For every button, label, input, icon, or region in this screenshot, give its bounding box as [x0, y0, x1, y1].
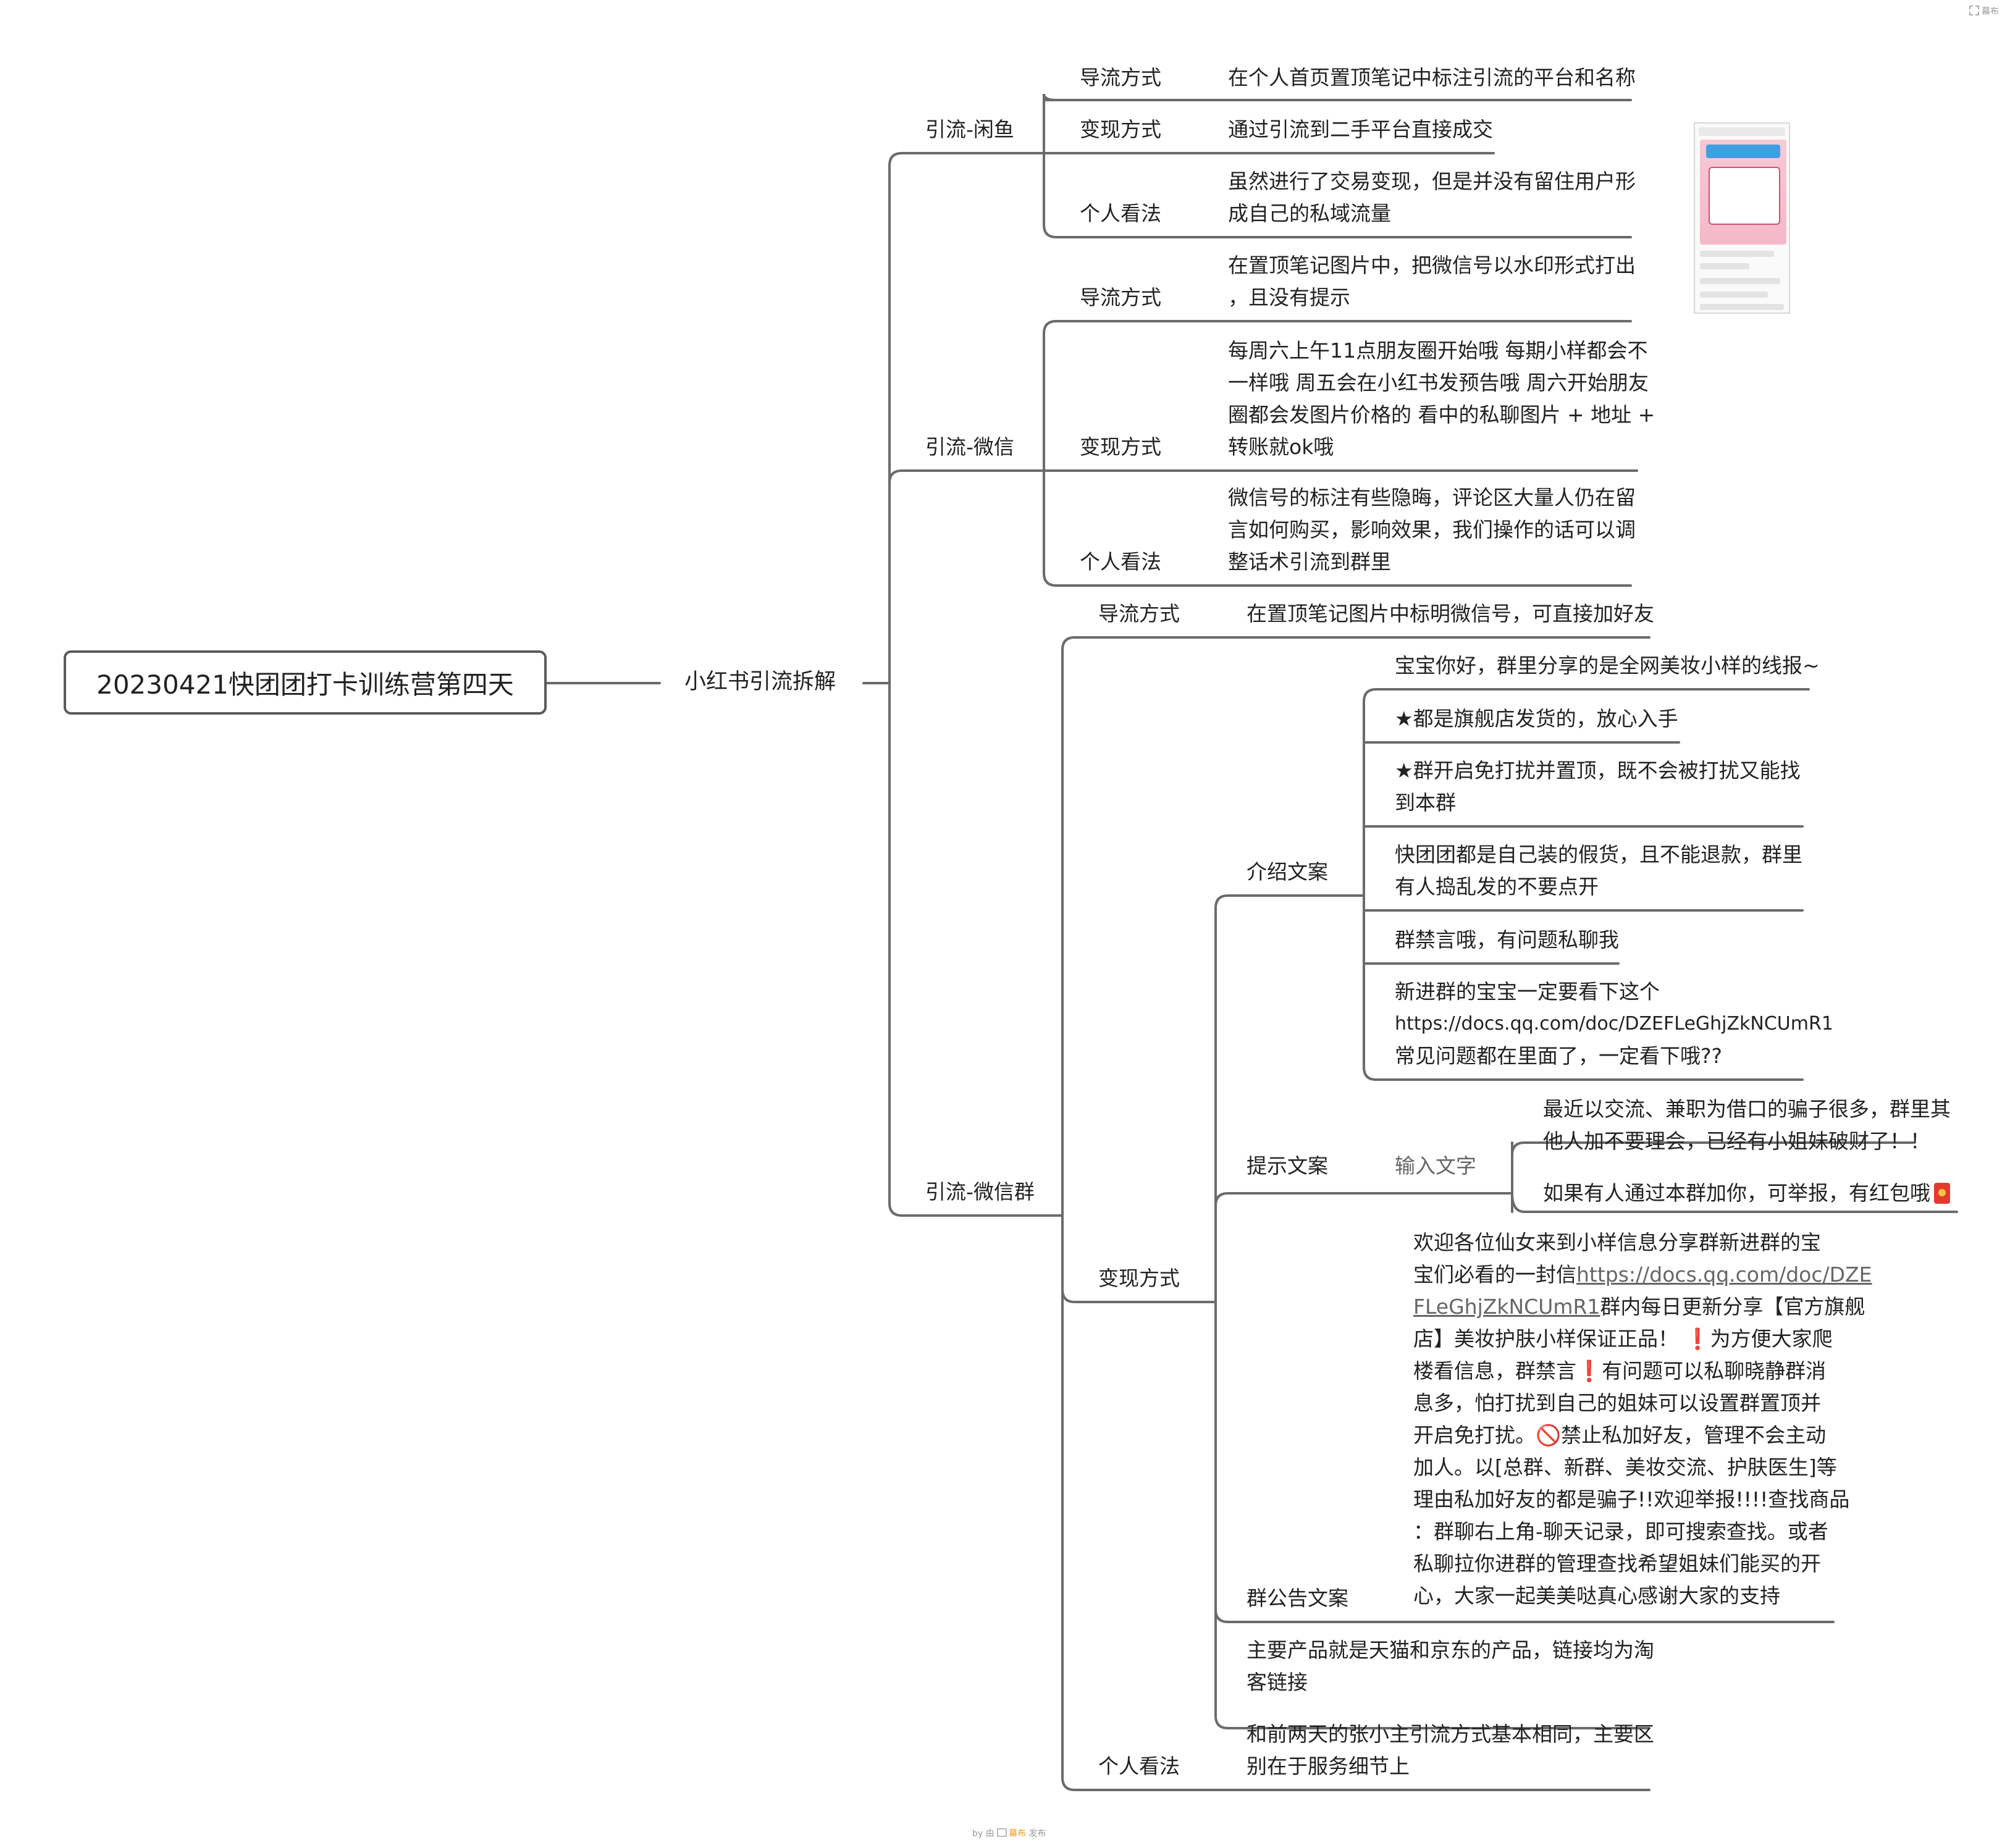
wechat-monetize-line-2: 一样哦 周五会在小红书发预告哦 周六开始朋友 [1228, 371, 1649, 395]
note-screenshot-thumbnail[interactable] [1694, 122, 1790, 314]
tips-item-2[interactable]: 如果有人通过本群加你，可举报，有红包哦 [1543, 1177, 1950, 1209]
group-opinion-label[interactable]: 个人看法 [1098, 1754, 1180, 1778]
products-line-1[interactable]: 主要产品就是天猫和京东的产品，链接均为淘 [1247, 1638, 1654, 1662]
intro-item-6-url[interactable]: https://docs.qq.com/doc/DZEFLeGhjZkNCUmR… [1395, 1013, 1833, 1035]
fullscreen-button[interactable]: 幕布 [1969, 5, 1999, 17]
intro-item-5[interactable]: 群禁言哦，有问题私聊我 [1395, 928, 1619, 952]
notice-line-8: 加人。以[总群、新群、美妆交流、护肤医生]等 [1413, 1455, 1837, 1479]
footer-brand-link[interactable]: 幕布 [1009, 1829, 1027, 1839]
wechat-monetize-line-4: 转账就ok哦 [1228, 435, 1334, 459]
group-monetize-label[interactable]: 变现方式 [1098, 1266, 1180, 1290]
intro-item-2[interactable]: ★都是旗舰店发货的，放心入手 [1395, 707, 1678, 731]
wechat-monetize-line-3: 圈都会发图片价格的 看中的私聊图片 + 地址 + [1228, 403, 1655, 427]
intro-item-3-line-2: 到本群 [1395, 791, 1456, 815]
notice-line-10: ：群聊右上角-聊天记录，即可搜索查找。或者 [1413, 1519, 1828, 1544]
wechat-monetize-label[interactable]: 变现方式 [1080, 435, 1161, 459]
notice-doc-link-part-1[interactable]: https://docs.qq.com/doc/DZE [1576, 1262, 1872, 1287]
group-guide-text[interactable]: 在置顶笔记图片中标明微信号，可直接加好友 [1247, 602, 1654, 626]
notice-line-1: 欢迎各位仙女来到小样信息分享群新进群的宝 [1413, 1230, 1821, 1254]
corner-label: 幕布 [1982, 7, 1999, 17]
footer-pre: by 由 [972, 1829, 998, 1839]
wechat-guide-label[interactable]: 导流方式 [1080, 285, 1161, 309]
thumbnail-cover [1700, 140, 1786, 245]
group-guide-label[interactable]: 导流方式 [1098, 602, 1180, 626]
intro-item-6-line-1[interactable]: 新进群的宝宝一定要看下这个 [1395, 980, 1660, 1004]
notice-line-5: 楼看信息，群禁言❗有问题可以私聊晓静群消 [1413, 1359, 1827, 1383]
intro-item-4-line-2: 有人捣乱发的不要点开 [1395, 875, 1599, 899]
tips-placeholder-input[interactable]: 输入文字 [1395, 1154, 1476, 1178]
thumbnail-title-bar [1706, 145, 1780, 158]
topic-node[interactable]: 小红书引流拆解 [684, 670, 836, 694]
wechat-opinion-line-1: 微信号的标注有些隐晦，评论区大量人仍在留 [1228, 485, 1636, 510]
tips-copy-label[interactable]: 提示文案 [1247, 1154, 1328, 1178]
root-label: 20230421快团团打卡训练营第四天 [96, 669, 514, 700]
group-opinion-line-2: 别在于服务细节上 [1247, 1754, 1410, 1778]
wechat-guide-line-1: 在置顶笔记图片中，把微信号以水印形式打出 [1228, 253, 1636, 277]
intro-item-6-line-3: 常见问题都在里面了，一定看下哦?? [1395, 1044, 1723, 1068]
thumbnail-text-row [1700, 263, 1749, 269]
mubu-logo-icon [997, 1828, 1007, 1837]
thumbnail-text-row [1700, 292, 1768, 298]
root-node[interactable]: 20230421快团团打卡训练营第四天 [64, 650, 547, 715]
xianyu-monetize-label[interactable]: 变现方式 [1080, 117, 1161, 141]
notice-line-3: FLeGhjZkNCUmR1群内每日更新分享【官方旗舰 [1413, 1291, 1865, 1323]
products-line-2: 客链接 [1247, 1670, 1308, 1694]
thumbnail-card [1709, 167, 1780, 225]
tips-item-1-line-2: 他人加不要理会，已经有小姐妹破财了！！ [1543, 1129, 1930, 1153]
notice-line-2: 宝们必看的一封信https://docs.qq.com/doc/DZE [1413, 1259, 1872, 1291]
branch-wechat-group[interactable]: 引流-微信群 [925, 1180, 1035, 1204]
notice-line-6: 息多，怕打扰到自己的姐妹可以设置群置顶并 [1413, 1391, 1821, 1415]
thumbnail-text-row [1700, 251, 1774, 257]
notice-copy-label[interactable]: 群公告文案 [1247, 1586, 1348, 1610]
tips-item-1-line-1[interactable]: 最近以交流、兼职为借口的骗子很多，群里其 [1543, 1097, 1951, 1121]
tips-item-2-text: 如果有人通过本群加你，可举报，有红包哦 [1543, 1181, 1930, 1205]
branch-xianyu[interactable]: 引流-闲鱼 [925, 117, 1014, 141]
notice-line-3-text: 群内每日更新分享【官方旗舰 [1600, 1295, 1865, 1319]
intro-item-3-line-1[interactable]: ★群开启免打扰并置顶，既不会被打扰又能找 [1395, 758, 1801, 783]
xianyu-guide-label[interactable]: 导流方式 [1080, 65, 1161, 90]
notice-line-12: 心，大家一起美美哒真心感谢大家的支持 [1413, 1584, 1780, 1608]
intro-item-4-line-1[interactable]: 快团团都是自己装的假货，且不能退款，群里 [1395, 842, 1802, 867]
notice-line-2-text: 宝们必看的一封信 [1413, 1262, 1576, 1287]
footer-credit: by 由 幕布 发布 [972, 1827, 1046, 1839]
notice-line-9: 理由私加好友的都是骗子!!欢迎举报!!!!查找商品 [1413, 1487, 1850, 1511]
thumbnail-text-row [1700, 278, 1780, 284]
wechat-monetize-line-1: 每周六上午11点朋友圈开始哦 每期小样都会不 [1228, 338, 1648, 363]
wechat-guide-line-2: ，且没有提示 [1228, 285, 1350, 309]
branch-wechat[interactable]: 引流-微信 [925, 435, 1014, 459]
thumbnail-text-row [1700, 304, 1784, 310]
notice-doc-link-part-2[interactable]: FLeGhjZkNCUmR1 [1413, 1295, 1600, 1319]
notice-line-11: 私聊拉你进群的管理查找希望姐妹们能买的开 [1413, 1552, 1821, 1576]
wechat-opinion-line-2: 言如何购买，影响效果，我们操作的话可以调 [1228, 518, 1636, 542]
xianyu-opinion-line-1: 虽然进行了交易变现，但是并没有留住用户形 [1228, 169, 1636, 193]
xianyu-opinion-line-2: 成自己的私域流量 [1228, 201, 1391, 225]
xianyu-opinion-label[interactable]: 个人看法 [1080, 201, 1161, 225]
footer-post: 发布 [1026, 1829, 1046, 1839]
intro-item-1[interactable]: 宝宝你好，群里分享的是全网美妆小样的线报~ [1395, 653, 1820, 678]
notice-line-4: 店】美妆护肤小样保证正品！ ❗为方便大家爬 [1413, 1327, 1833, 1351]
wechat-opinion-line-3: 整话术引流到群里 [1228, 550, 1391, 574]
red-envelope-icon [1934, 1183, 1950, 1204]
thumbnail-header [1699, 127, 1785, 136]
fullscreen-icon [1969, 6, 1979, 15]
xianyu-guide-text[interactable]: 在个人首页置顶笔记中标注引流的平台和名称 [1228, 65, 1636, 90]
xianyu-monetize-text[interactable]: 通过引流到二手平台直接成交 [1228, 117, 1493, 141]
notice-line-7: 开启免打扰。🚫禁止私加好友，管理不会主动 [1413, 1423, 1827, 1447]
group-opinion-line-1[interactable]: 和前两天的张小主引流方式基本相同，主要区 [1247, 1722, 1654, 1746]
wechat-opinion-label[interactable]: 个人看法 [1080, 550, 1161, 574]
intro-copy-label[interactable]: 介绍文案 [1247, 860, 1328, 884]
